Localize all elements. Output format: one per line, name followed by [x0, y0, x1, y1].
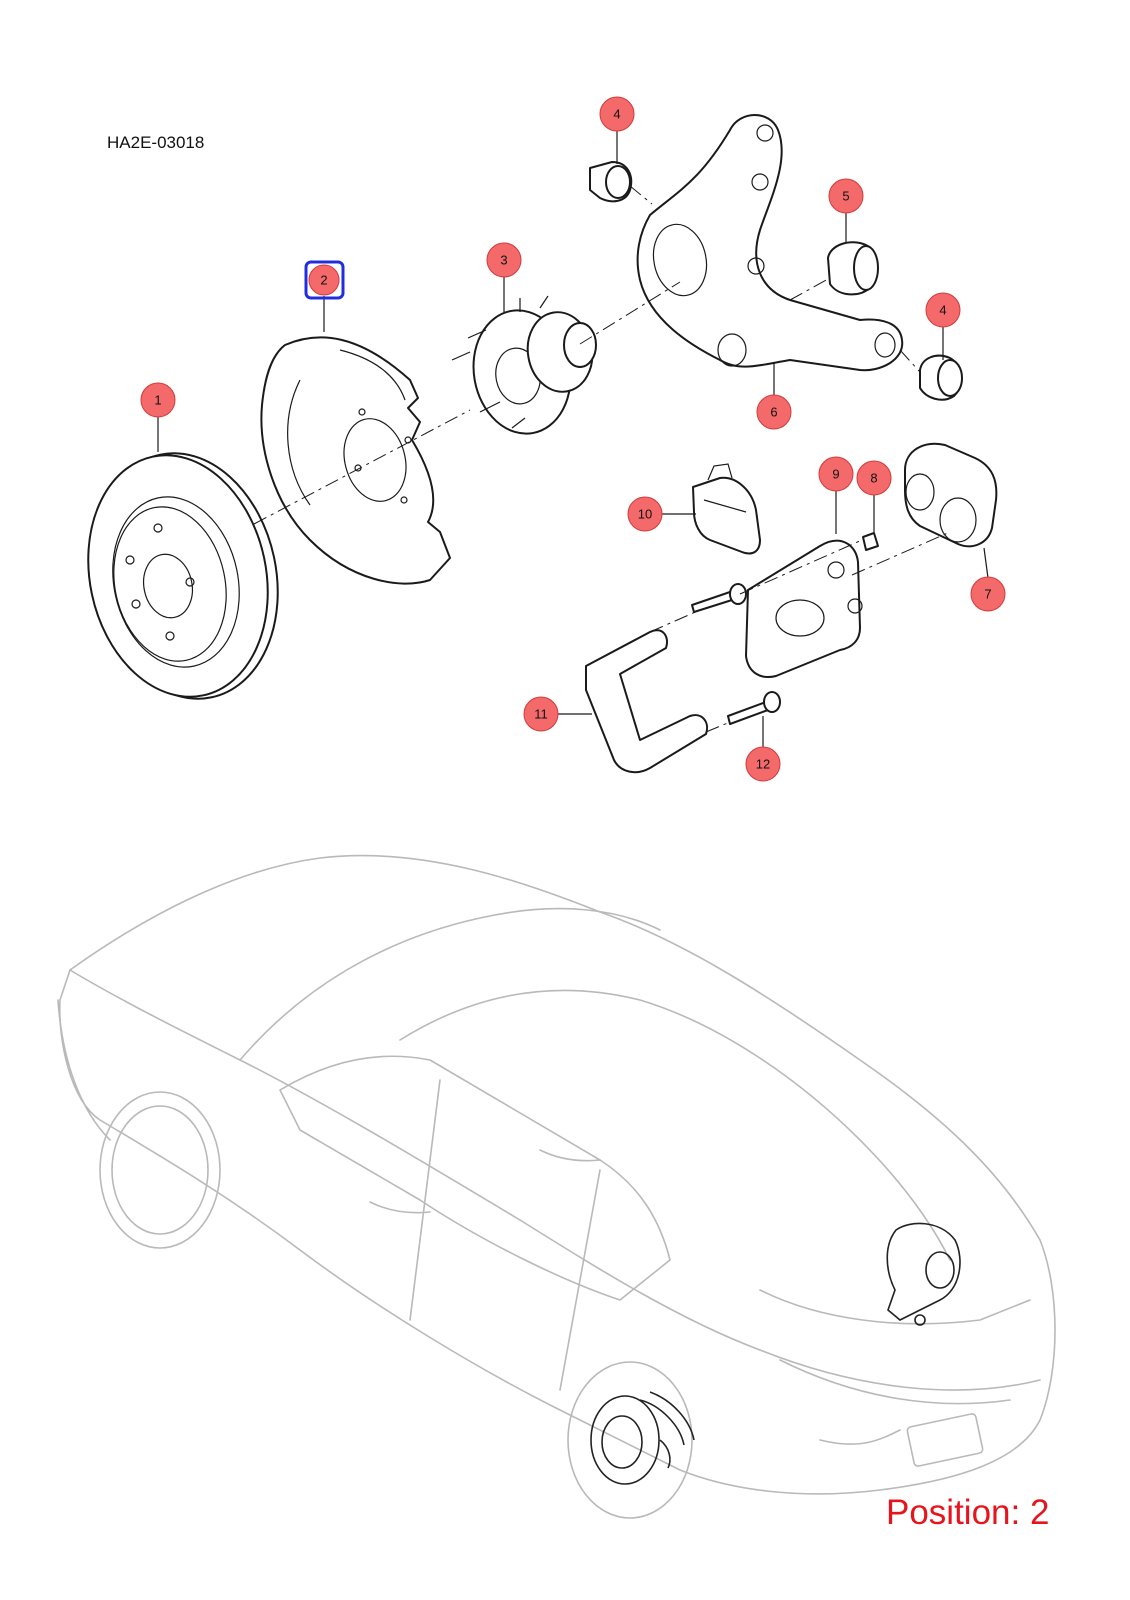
hub-assembly: [451, 295, 597, 435]
callout-11[interactable]: 11: [523, 696, 559, 732]
vehicle-rear-disc-highlight: [590, 1391, 695, 1485]
caliper-body: [745, 539, 863, 678]
callout-4-lower[interactable]: 4: [925, 292, 961, 328]
callout-7-label: 7: [984, 587, 991, 602]
callout-1-label: 1: [154, 393, 161, 408]
callout-10-label: 10: [638, 507, 652, 522]
vehicle-rear-knuckle-highlight: [886, 1222, 961, 1326]
callout-3[interactable]: 3: [486, 242, 522, 278]
callout-12-label: 12: [756, 757, 770, 772]
callout-4-upper[interactable]: 4: [599, 96, 635, 132]
caliper-bracket: [585, 629, 708, 774]
selected-callout-highlight: [304, 260, 345, 300]
callout-6[interactable]: 6: [756, 394, 792, 430]
vehicle-outline: [57, 854, 1056, 1519]
bushing-upper: [589, 161, 633, 203]
knuckle-arm: [636, 114, 904, 372]
guide-pins: [691, 532, 879, 725]
callout-2-label: 2: [320, 273, 327, 288]
callout-12[interactable]: 12: [745, 746, 781, 782]
callout-1[interactable]: 1: [140, 382, 176, 418]
parking-motor: [904, 442, 998, 548]
assembly-axes: [253, 185, 951, 733]
callout-9-label: 9: [832, 467, 839, 482]
callout-3-label: 3: [500, 253, 507, 268]
callout-4-lower-label: 4: [939, 303, 946, 318]
bushing-arm: [827, 241, 879, 296]
callout-8-label: 8: [870, 471, 877, 486]
brake-pads: [692, 463, 761, 555]
callout-10[interactable]: 10: [627, 496, 663, 532]
callout-leaders: [157, 130, 989, 748]
bushing-lower: [919, 354, 963, 401]
callout-5[interactable]: 5: [828, 178, 864, 214]
callout-8[interactable]: 8: [856, 460, 892, 496]
position-label: Position: 2: [886, 1493, 1050, 1532]
dust-shield: [260, 336, 451, 585]
callout-5-label: 5: [842, 189, 849, 204]
callout-6-label: 6: [770, 405, 777, 420]
brake-disc: [87, 452, 279, 700]
callout-2[interactable]: 2: [304, 260, 345, 300]
callout-9[interactable]: 9: [818, 456, 854, 492]
callout-7[interactable]: 7: [970, 576, 1006, 612]
callout-4-upper-label: 4: [613, 107, 620, 122]
callout-11-label: 11: [534, 707, 548, 722]
diagram-code: HA2E-03018: [107, 133, 205, 152]
